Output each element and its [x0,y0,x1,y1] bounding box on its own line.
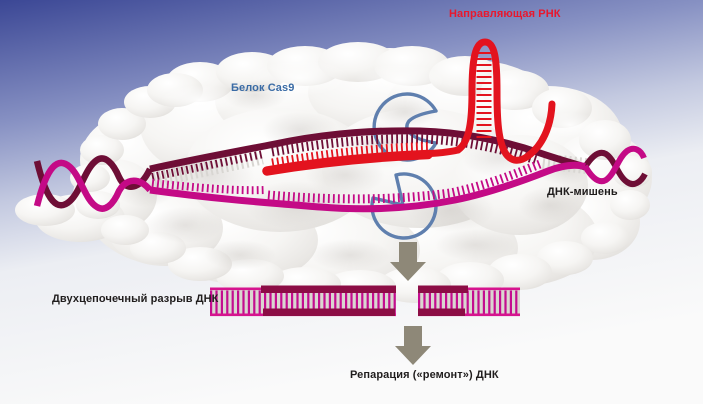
dsb-bar [418,308,465,316]
dna-repair-label: Репарация («ремонт») ДНК [350,369,499,381]
down-arrow-icon [390,242,426,281]
down-arrow-icon [395,326,431,365]
dsb-bar [261,285,396,293]
top-strand-teeth [271,134,538,165]
dsb-bar [263,308,395,316]
double-strand-break-label: Двухцепочечный разрыв ДНК [52,293,219,305]
bottom-strand-rail [149,161,586,213]
guide-rna-label: Направляющая РНК [449,8,561,20]
guide-rna-pairing-segment [262,149,433,176]
left-helix-magenta-strand [33,159,153,212]
guide-rna [262,38,556,176]
right-helix-magenta-strand [582,145,647,185]
bottom-strand-teeth [267,159,542,204]
dsb-dark-bars [261,285,468,316]
broken-dna [210,285,520,317]
cas9-protein-label: Белок Cas9 [231,82,295,94]
guide-rna-hairpin [454,38,556,164]
dsb-rail [418,313,520,317]
dna-bottom-strand [33,145,647,213]
top-strand-rail [149,127,587,173]
dsb-bar [418,285,468,293]
flow-arrows [390,242,431,365]
ladder-dark-teeth [151,150,265,181]
cleavage-site-icon [372,92,438,162]
dsb-rail [418,287,520,291]
target-dna-label: ДНК-мишень [547,186,618,198]
